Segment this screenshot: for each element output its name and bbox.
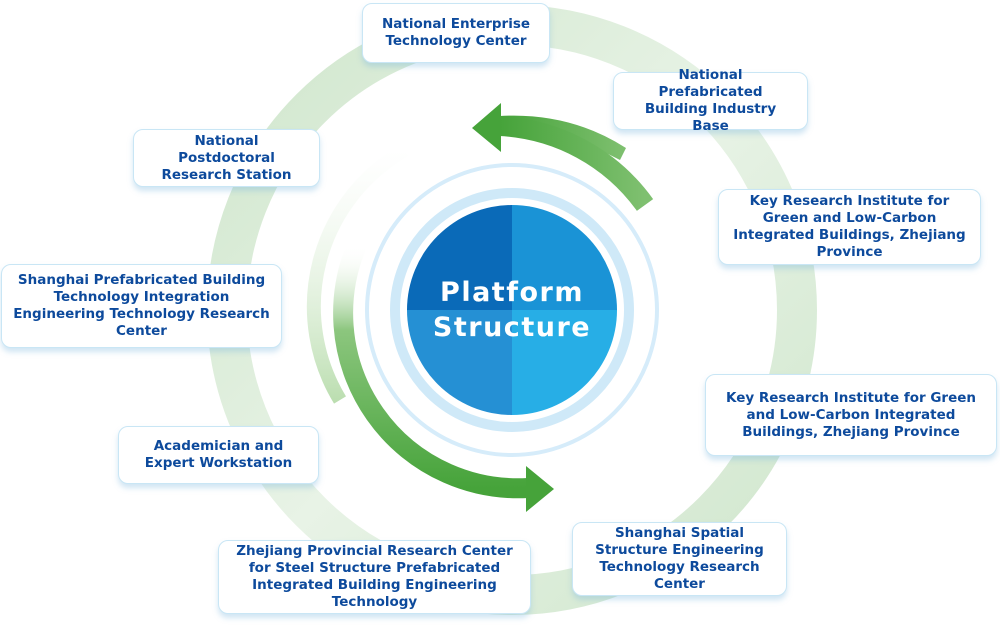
node-zhejiang-steel-structure: Zhejiang Provincial Research Center for … — [218, 540, 531, 614]
blue-halo-ring — [390, 188, 634, 432]
center-circle — [407, 205, 617, 415]
node-shanghai-prefab-integration: Shanghai Prefabricated Building Technolo… — [1, 264, 282, 348]
center-title-line2: Structure — [432, 312, 592, 343]
faint-arc — [306, 143, 409, 404]
node-academician-workstation: Academician and Expert Workstation — [118, 426, 319, 484]
thin-blue-ring — [365, 163, 659, 457]
node-shanghai-spatial-structure: Shanghai Spatial Structure Engineering T… — [572, 522, 787, 596]
cycle-arrow-bottom — [333, 241, 554, 512]
node-key-research-institute-1: Key Research Institute for Green and Low… — [718, 189, 981, 265]
center-title-line1: Platform — [440, 277, 584, 308]
node-national-prefab-industry-base: National Prefabricated Building Industry… — [613, 67, 808, 134]
cycle-arrow-top — [472, 103, 654, 211]
node-key-research-institute-2: Key Research Institute for Green and Low… — [705, 374, 997, 456]
node-national-postdoctoral-station: National Postdoctoral Research Station — [133, 129, 320, 187]
center-title: Platform Structure — [407, 205, 617, 415]
node-national-enterprise-tech-center: National Enterprise Technology Center — [362, 3, 550, 63]
